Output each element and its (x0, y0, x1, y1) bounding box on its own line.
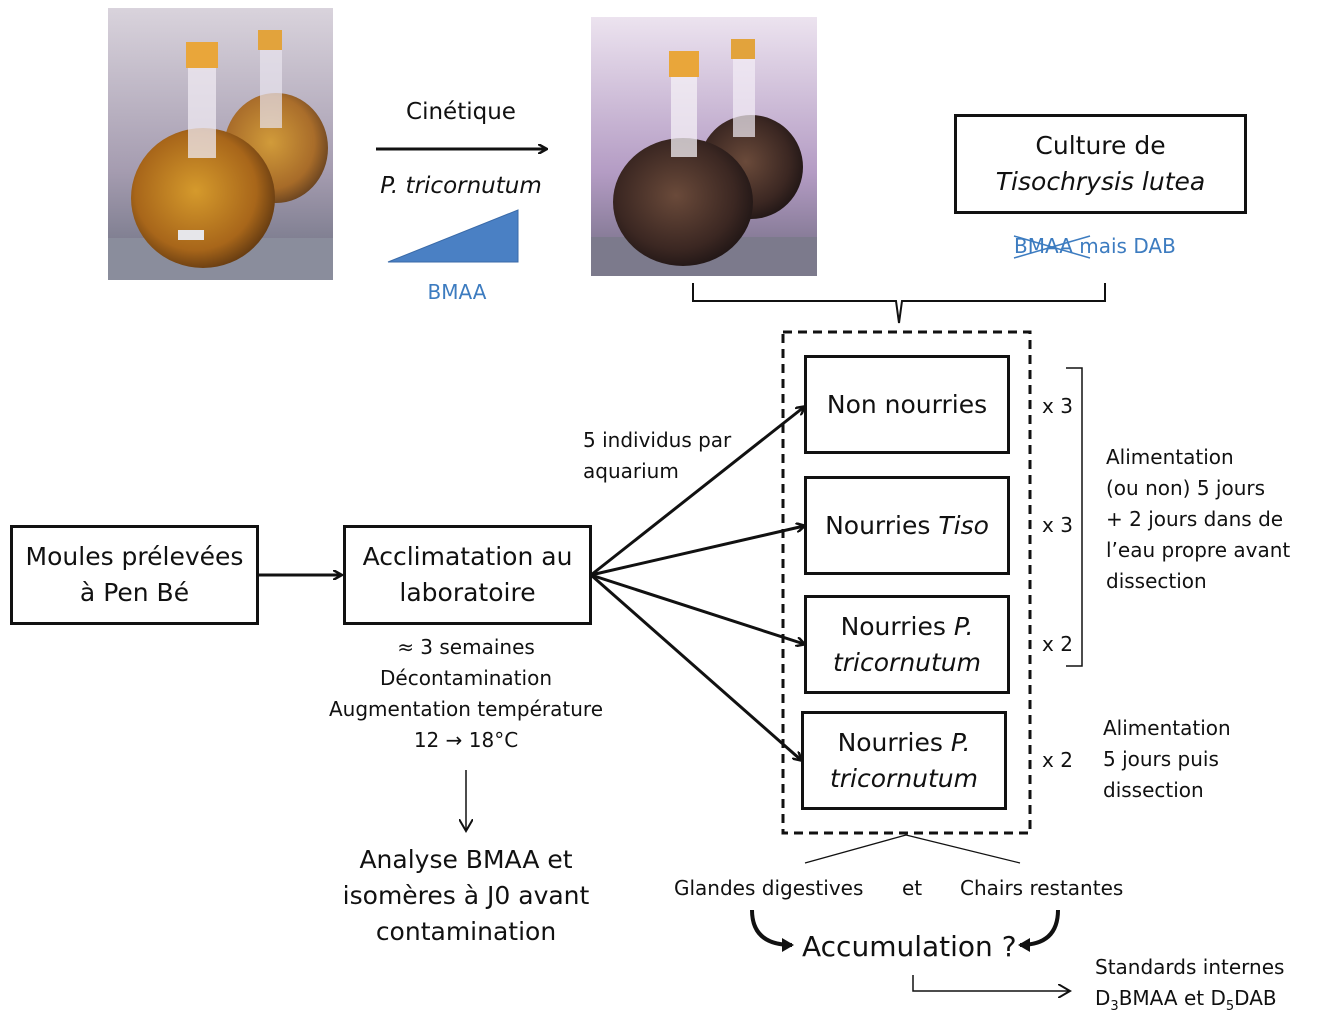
culture-line1: Culture de (1035, 131, 1166, 160)
protocol-a: Alimentation (ou non) 5 jours + 2 jours … (1106, 442, 1316, 597)
tissue-remaining-flesh: Chairs restantes (960, 876, 1124, 900)
tissue-conjunction: et (902, 876, 923, 900)
groups-bracket (1066, 367, 1083, 667)
acclimation-line2: laboratoire (399, 578, 536, 607)
group-box-ptri-1: Nourries P. tricornutum (804, 595, 1010, 694)
distribution-line1: 5 individus par (583, 428, 732, 452)
group-2-label: Nourries Tiso (825, 510, 989, 540)
accumulation-left-arrow (750, 909, 794, 952)
merge-brace (692, 283, 1106, 324)
analysis-text: Analyse BMAA et isomères à J0 avant cont… (316, 842, 616, 950)
group-3-label-line1: Nourries P. (840, 611, 974, 641)
bmaa-gradient-triangle (387, 209, 519, 263)
source-line1: Moules prélevées (25, 542, 244, 571)
culture-box: Culture de Tisochrysis lutea (954, 114, 1247, 214)
protocol-a-line1: Alimentation (1106, 445, 1234, 469)
group-2-count: x 3 (1042, 513, 1073, 537)
protocol-b: Alimentation 5 jours puis dissection (1103, 713, 1303, 806)
kinetics-species: P. tricornutum (380, 173, 542, 199)
accumulation-right-arrow (1018, 909, 1060, 952)
group-4-label-line2: tricornutum (829, 763, 979, 793)
group-4-label-line1: Nourries P. (837, 727, 971, 757)
culture-struck-label: BMAA (1014, 234, 1073, 258)
source-box: Moules prélevées à Pen Bé (10, 525, 259, 625)
group-1-label: Non nourries (826, 389, 988, 419)
arrow-to-group-4 (590, 573, 801, 760)
group-box-tiso: Nourries Tiso (804, 476, 1010, 575)
protocol-b-line2: 5 jours puis (1103, 747, 1219, 771)
acclimation-box: Acclimatation au laboratoire (343, 525, 592, 625)
detail-temperature: Augmentation température (329, 697, 603, 721)
flasks-yellow-photo (108, 8, 333, 280)
protocol-b-line3: dissection (1103, 778, 1204, 802)
group-box-ptri-2: Nourries P. tricornutum (801, 711, 1007, 810)
analysis-line1: Analyse BMAA et (359, 845, 573, 874)
internal-standards: Standards internes D3BMAA et D5DAB (1095, 952, 1315, 1022)
distribution-label: 5 individus par aquarium (583, 425, 783, 487)
kinetics-label: Cinétique (406, 99, 516, 125)
source-line2: à Pen Bé (79, 578, 190, 607)
acclimation-line1: Acclimatation au (362, 542, 573, 571)
strike-line-2 (1013, 235, 1091, 259)
tissue-digestive-glands: Glandes digestives (674, 876, 864, 900)
protocol-a-line3: + 2 jours dans de (1106, 507, 1284, 531)
group-3-count: x 2 (1042, 632, 1073, 656)
standards-line1: Standards internes (1095, 955, 1285, 979)
culture-note-label: mais DAB (1079, 234, 1176, 258)
arrow-to-group-2 (590, 526, 804, 577)
group-box-unfed: Non nourries (804, 355, 1010, 454)
detail-decontamination: Décontamination (380, 666, 552, 690)
standards-line2: D3BMAA et D5DAB (1095, 986, 1277, 1014)
group-1-count: x 3 (1042, 394, 1073, 418)
accumulation-label: Accumulation ? (802, 930, 1017, 963)
analysis-line3: contamination (375, 917, 557, 946)
arrow-to-group-3 (590, 573, 804, 644)
protocol-a-line5: dissection (1106, 569, 1207, 593)
group-4-count: x 2 (1042, 748, 1073, 772)
detail-duration: ≈ 3 semaines (397, 635, 535, 659)
flasks-dark-photo (591, 17, 817, 276)
analysis-line2: isomères à J0 avant (342, 881, 590, 910)
culture-species: Tisochrysis lutea (995, 167, 1206, 196)
group-3-label-line2: tricornutum (832, 647, 982, 677)
protocol-b-line1: Alimentation (1103, 716, 1231, 740)
bmaa-label: BMAA (427, 280, 487, 304)
protocol-a-line2: (ou non) 5 jours (1106, 476, 1266, 500)
split-right-line (905, 834, 1021, 864)
split-left-line (804, 834, 907, 864)
detail-temperature-range: 12 → 18°C (413, 728, 519, 752)
culture-note: BMAA mais DAB (1014, 231, 1214, 262)
standards-arrow (912, 975, 1070, 991)
distribution-line2: aquarium (583, 459, 679, 483)
acclimation-details: ≈ 3 semaines Décontamination Augmentatio… (296, 632, 636, 756)
protocol-a-line4: l’eau propre avant (1106, 538, 1291, 562)
arrow-to-group-1 (590, 407, 804, 577)
aquarium-frame (781, 330, 1032, 835)
